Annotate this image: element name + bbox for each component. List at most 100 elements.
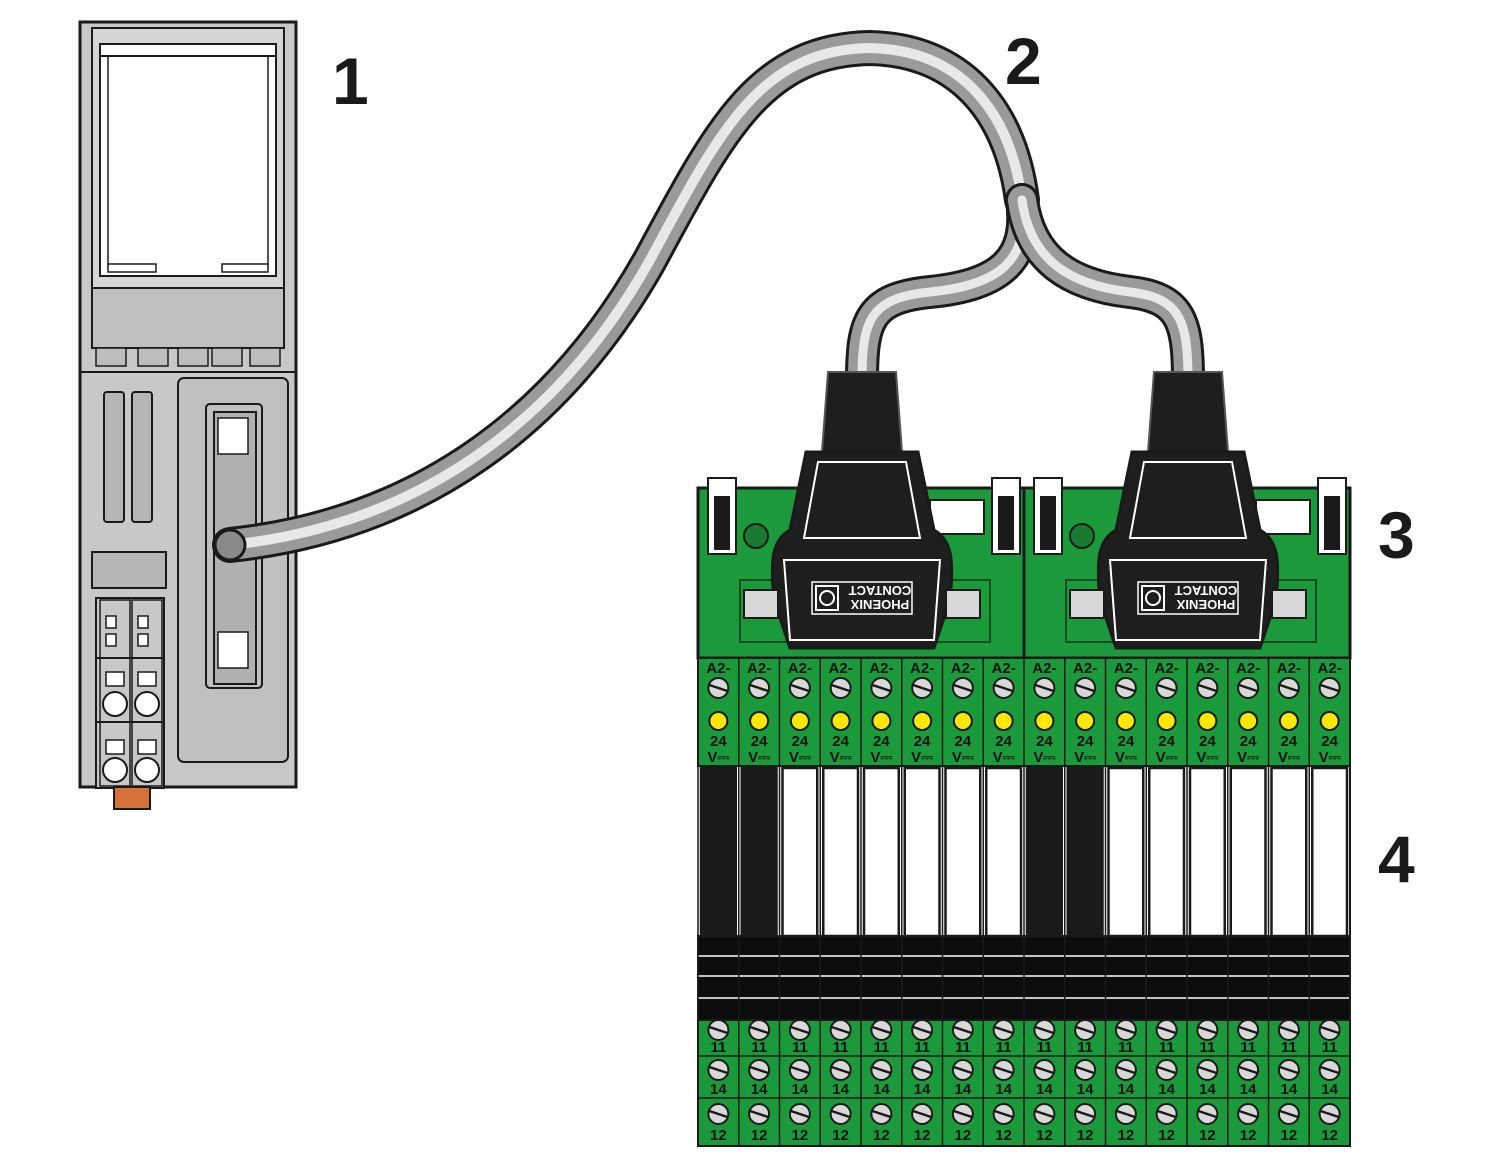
terminal-screw-icon xyxy=(1277,1019,1300,1041)
terminal-screw-icon xyxy=(1033,677,1056,699)
label-12: 12 xyxy=(1118,1127,1135,1144)
callout-3: 3 xyxy=(1378,498,1415,572)
label-14: 14 xyxy=(1281,1081,1298,1098)
label-14: 14 xyxy=(1199,1081,1216,1098)
yellow-led-icon xyxy=(952,711,973,731)
terminal-screw-icon xyxy=(1277,677,1300,699)
label-11: 11 xyxy=(1281,1039,1297,1056)
terminal-screw-icon xyxy=(1155,677,1178,699)
label-11: 11 xyxy=(1159,1039,1175,1056)
logo-line-2: CONTACT xyxy=(1175,583,1238,598)
label-v: V⎓ xyxy=(830,749,852,766)
label-12: 12 xyxy=(995,1127,1012,1144)
terminal-screw-icon xyxy=(1318,1059,1341,1081)
label-14: 14 xyxy=(955,1081,972,1098)
terminal-screw-icon xyxy=(707,1059,730,1081)
terminal-screw-icon xyxy=(1237,1103,1260,1125)
label-24: 24 xyxy=(1281,733,1298,750)
connector-screw xyxy=(743,589,779,619)
label-12: 12 xyxy=(1240,1127,1257,1144)
terminal-screw-icon xyxy=(829,677,852,699)
label-v: V⎓ xyxy=(1156,749,1178,766)
label-24: 24 xyxy=(1118,733,1135,750)
relay-module xyxy=(1311,766,1349,938)
relay-module xyxy=(1066,766,1104,938)
controller-module xyxy=(78,20,298,810)
orange-connector xyxy=(113,786,151,810)
label-11: 11 xyxy=(1199,1039,1215,1056)
yellow-led-icon xyxy=(993,711,1014,731)
yellow-led-icon xyxy=(749,711,770,731)
label-v: V⎓ xyxy=(952,749,974,766)
relay-module xyxy=(1188,766,1226,938)
terminal-screw-icon xyxy=(1114,1019,1137,1041)
label-a2: A2- xyxy=(1114,660,1138,677)
label-a2: A2- xyxy=(1277,660,1301,677)
terminal-screw-icon xyxy=(1114,677,1137,699)
terminal-screw-icon xyxy=(829,1059,852,1081)
label-11: 11 xyxy=(914,1039,930,1056)
label-v: V⎓ xyxy=(1074,749,1096,766)
terminal-screw-icon xyxy=(911,1059,934,1081)
terminal-screw-icon xyxy=(1033,1103,1056,1125)
terminal-screw-icon xyxy=(1074,1059,1097,1081)
relay-module xyxy=(1270,766,1308,938)
terminal-screw-icon xyxy=(951,677,974,699)
terminal-screw-icon xyxy=(1196,1059,1219,1081)
relay-channels: A2-24V⎓111412A2-24V⎓111412A2-24V⎓111412A… xyxy=(697,657,1351,1147)
module-power-terminals xyxy=(95,597,165,789)
label-a2: A2- xyxy=(992,660,1016,677)
terminal-screw-icon xyxy=(788,1019,811,1041)
terminal-screw-icon xyxy=(1033,1059,1056,1081)
label-14: 14 xyxy=(751,1081,768,1098)
terminal-screw-icon xyxy=(1114,1103,1137,1125)
terminal-screw-icon xyxy=(1074,1019,1097,1041)
yellow-led-icon xyxy=(1156,711,1177,731)
label-v: V⎓ xyxy=(1115,749,1137,766)
label-v: V⎓ xyxy=(789,749,811,766)
label-24: 24 xyxy=(1036,733,1053,750)
cable xyxy=(212,29,1205,563)
terminal-screw-icon xyxy=(870,1019,893,1041)
label-11: 11 xyxy=(1322,1039,1338,1056)
label-24: 24 xyxy=(792,733,809,750)
label-24: 24 xyxy=(955,733,972,750)
terminal-screw-icon xyxy=(911,677,934,699)
label-11: 11 xyxy=(1036,1039,1052,1056)
label-24: 24 xyxy=(710,733,727,750)
label-v: V⎓ xyxy=(870,749,892,766)
relay-module xyxy=(740,766,778,938)
terminal-screw-icon xyxy=(1318,1103,1341,1125)
label-12: 12 xyxy=(751,1127,768,1144)
relay-module xyxy=(862,766,900,938)
module-window xyxy=(99,43,277,277)
label-12: 12 xyxy=(914,1127,931,1144)
label-a2: A2- xyxy=(1032,660,1056,677)
callout-4: 4 xyxy=(1378,822,1415,896)
yellow-led-icon xyxy=(871,711,892,731)
label-12: 12 xyxy=(710,1127,727,1144)
label-12: 12 xyxy=(1321,1127,1338,1144)
terminal-screw-icon xyxy=(1237,1059,1260,1081)
terminal-screw-icon xyxy=(1074,677,1097,699)
terminal-screw-icon xyxy=(1196,677,1219,699)
label-a2: A2- xyxy=(829,660,853,677)
terminal-screw-icon xyxy=(1155,1019,1178,1041)
yellow-led-icon xyxy=(912,711,933,731)
yellow-led-icon xyxy=(708,711,729,731)
label-24: 24 xyxy=(995,733,1012,750)
label-12: 12 xyxy=(955,1127,972,1144)
module-tabs xyxy=(95,347,281,367)
terminal-screw-icon xyxy=(1155,1103,1178,1125)
terminal-screw-icon xyxy=(788,1103,811,1125)
terminal-screw-icon xyxy=(829,1019,852,1041)
logo-line-1: PHOENIX xyxy=(1176,597,1235,612)
label-11: 11 xyxy=(1118,1039,1134,1056)
label-24: 24 xyxy=(914,733,931,750)
label-v: V⎓ xyxy=(911,749,933,766)
